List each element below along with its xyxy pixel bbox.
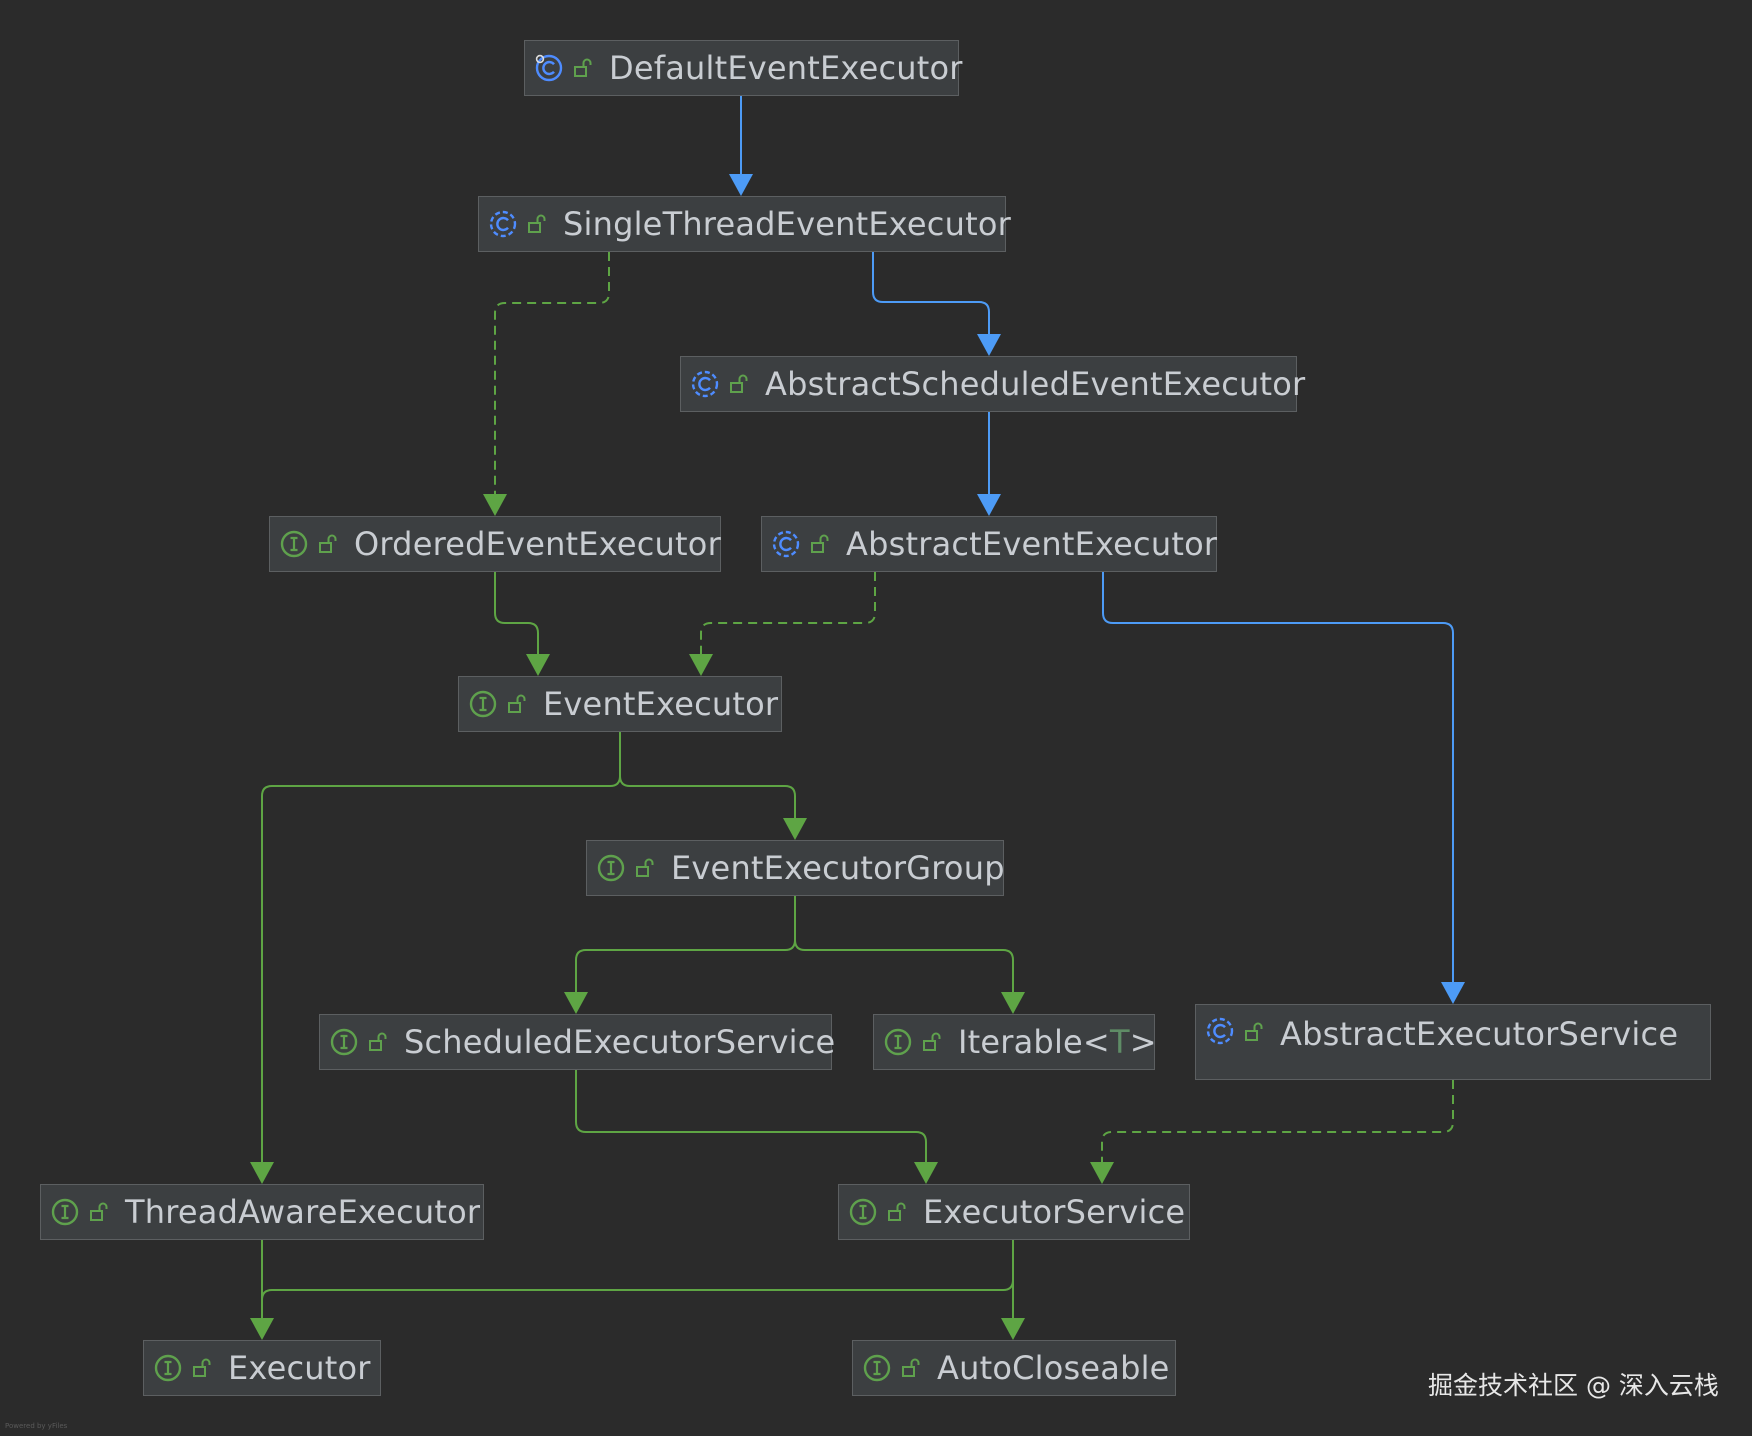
node-label: Executor [228,1349,371,1387]
edge-arrowhead [250,1162,274,1184]
edge-line [700,572,876,658]
edge-arrowhead [1001,992,1025,1014]
watermark: 掘金技术社区 @ 深入云栈 [1428,1371,1719,1400]
iterable-name-suffix: > [1129,1023,1157,1061]
edge-line [1101,1080,1454,1166]
edge-line [575,1070,927,1166]
node-default-event-executor[interactable]: DefaultEventExecutor [524,40,962,96]
interface-icon [49,1196,81,1228]
node-label: SingleThreadEventExecutor [563,205,1011,243]
node-label: EventExecutorGroup [671,849,1005,887]
node-abstract-executor-service[interactable]: AbstractExecutorService [1195,1004,1711,1080]
edge-line [1102,572,1454,986]
public-lock-icon [190,1355,216,1381]
node-abstract-scheduled-event-executor[interactable]: AbstractScheduledEventExecutor [680,356,1305,412]
node-event-executor-group[interactable]: EventExecutorGroup [586,840,1005,896]
edge-line [575,896,796,996]
node-label: AbstractExecutorService [1280,1015,1679,1053]
node-label: EventExecutor [543,685,779,723]
public-lock-icon [808,531,834,557]
node-label: AbstractScheduledEventExecutor [765,365,1306,403]
public-lock-icon [1242,1019,1268,1045]
edge-arrowhead [689,654,713,676]
node-executor[interactable]: Executor [143,1340,381,1396]
public-lock-icon [633,855,659,881]
type-parameter: T [1109,1023,1130,1061]
edge-arrowhead [914,1162,938,1184]
node-ordered-event-executor[interactable]: OrderedEventExecutor [269,516,721,572]
public-lock-icon [366,1029,392,1055]
public-lock-icon [727,371,753,397]
abstract-class-icon [770,528,802,560]
public-lock-icon [920,1029,946,1055]
node-label: AutoCloseable [937,1349,1170,1387]
class-icon [533,52,565,84]
abstract-class-icon [487,208,519,240]
abstract-class-icon [1204,1015,1236,1047]
node-label: DefaultEventExecutor [609,49,963,87]
node-thread-aware-executor[interactable]: ThreadAwareExecutor [40,1184,484,1240]
node-abstract-event-executor[interactable]: AbstractEventExecutor [761,516,1217,572]
interface-icon [278,528,310,560]
interface-icon [328,1026,360,1058]
edge-line [494,572,539,658]
edge-line [261,732,621,1166]
iterable-name: Iterable< [958,1023,1110,1061]
node-single-thread-event-executor[interactable]: SingleThreadEventExecutor [478,196,1011,252]
public-lock-icon [525,211,551,237]
edge-arrowhead [526,654,550,676]
edge-line [494,252,610,498]
interface-icon [152,1352,184,1384]
edge-arrowhead [729,174,753,196]
node-iterable[interactable]: Iterable<T> [873,1014,1157,1070]
edge-line [261,1240,1014,1301]
node-label: ScheduledExecutorService [404,1023,836,1061]
edge-arrowhead [1001,1318,1025,1340]
node-event-executor[interactable]: EventExecutor [458,676,782,732]
node-scheduled-executor-service[interactable]: ScheduledExecutorService [319,1014,836,1070]
node-label: OrderedEventExecutor [354,525,721,563]
public-lock-icon [899,1355,925,1381]
node-label: Iterable<T> [958,1023,1157,1061]
edge-arrowhead [564,992,588,1014]
edge-line [872,252,990,338]
edge-line [619,732,796,822]
edge-arrowhead [250,1318,274,1340]
node-executor-service[interactable]: ExecutorService [838,1184,1190,1240]
edge-arrowhead [1090,1162,1114,1184]
powered-by-label: Powered by yFiles [5,1422,68,1430]
node-label: ThreadAwareExecutor [125,1193,481,1231]
public-lock-icon [571,55,597,81]
edge-arrowhead [1441,982,1465,1004]
edge-arrowhead [783,818,807,840]
abstract-class-icon [689,368,721,400]
public-lock-icon [316,531,342,557]
interface-icon [882,1026,914,1058]
interface-icon [861,1352,893,1384]
public-lock-icon [505,691,531,717]
interface-icon [467,688,499,720]
edge-arrowhead [977,494,1001,516]
interface-icon [595,852,627,884]
edge-arrowhead [977,334,1001,356]
edge-line [794,896,1014,996]
node-label: AbstractEventExecutor [846,525,1218,563]
public-lock-icon [885,1199,911,1225]
node-auto-closeable[interactable]: AutoCloseable [852,1340,1176,1396]
node-label: ExecutorService [923,1193,1186,1231]
public-lock-icon [87,1199,113,1225]
edge-arrowhead [483,494,507,516]
interface-icon [847,1196,879,1228]
